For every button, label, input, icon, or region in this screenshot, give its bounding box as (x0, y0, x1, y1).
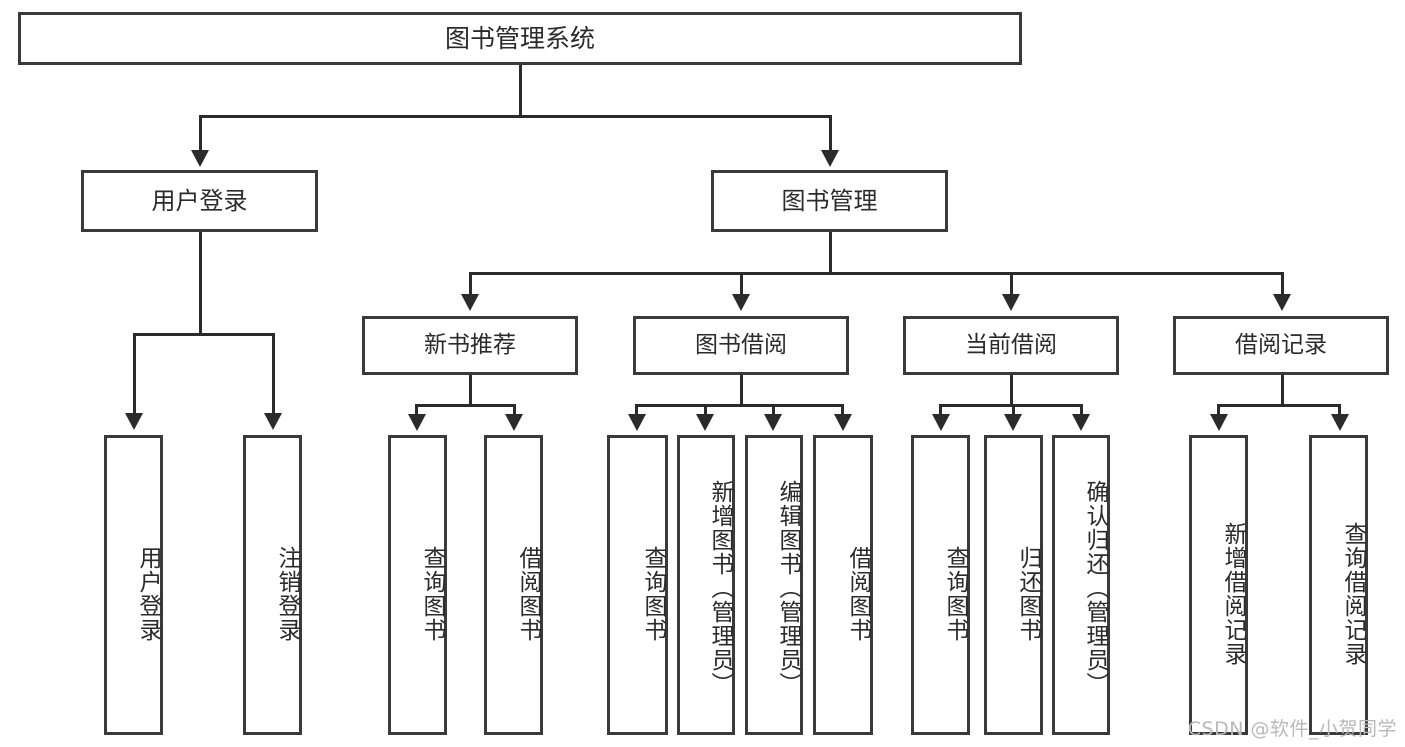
connector-root-bus (199, 115, 831, 118)
connector-book-manage-bus (469, 272, 1281, 275)
node-leaf-confirm-return-label: 确认归还（管理员） (1082, 480, 1108, 696)
arrow-to-user-login (191, 150, 209, 167)
connector-bb-3 (772, 404, 775, 416)
node-current-borrow-label: 当前借阅 (965, 331, 1057, 358)
node-leaf-confirm-return[interactable]: 确认归还（管理员） (1052, 435, 1110, 735)
node-current-borrow[interactable]: 当前借阅 (903, 316, 1119, 375)
arrow-to-leaf-query-book-2 (628, 414, 646, 431)
node-leaf-borrow-book-2-label: 借阅图书 (845, 546, 871, 642)
connector-borrow-record-bus (1217, 404, 1341, 407)
arrow-to-new-book-recommend (461, 294, 479, 311)
connector-root-to-book-manage (829, 115, 832, 153)
node-book-borrow-label: 图书借阅 (695, 331, 787, 358)
arrow-to-leaf-query-borrow-record (1331, 414, 1349, 431)
node-leaf-query-book-2[interactable]: 查询图书 (607, 435, 668, 735)
connector-book-borrow-trunk (740, 375, 743, 406)
node-leaf-add-borrow-record-label: 新增借阅记录 (1220, 522, 1246, 666)
arrow-to-leaf-add-book (696, 414, 714, 431)
node-new-book-recommend-label: 新书推荐 (424, 331, 516, 358)
connector-cb-3 (1080, 404, 1083, 416)
node-borrow-record[interactable]: 借阅记录 (1173, 316, 1389, 375)
connector-user-login-trunk (199, 232, 202, 336)
connector-current-borrow-trunk (1010, 375, 1013, 406)
connector-user-login-left (133, 333, 136, 416)
node-borrow-record-label: 借阅记录 (1235, 331, 1327, 358)
connector-to-new-book-recommend (469, 272, 472, 297)
arrow-to-borrow-record (1273, 294, 1291, 311)
watermark: CSDN @软件_小贺同学 (1187, 718, 1397, 740)
connector-bb-1 (635, 404, 638, 416)
node-leaf-add-book[interactable]: 新增图书（管理员） (677, 435, 735, 735)
arrow-to-leaf-edit-book (764, 414, 782, 431)
connector-book-manage-trunk (829, 232, 832, 274)
arrow-to-leaf-user-logout (264, 413, 282, 430)
connector-cb-2 (1012, 404, 1015, 416)
node-leaf-query-borrow-record-label: 查询借阅记录 (1340, 522, 1366, 666)
node-new-book-recommend[interactable]: 新书推荐 (362, 316, 578, 375)
node-user-login-label: 用户登录 (151, 186, 248, 215)
connector-nbr-right (513, 404, 516, 416)
connector-br-right (1338, 404, 1341, 416)
arrow-to-leaf-query-book-1 (408, 414, 426, 431)
arrow-to-leaf-user-login (125, 413, 143, 430)
connector-br-left (1217, 404, 1220, 416)
connector-bb-4 (841, 404, 844, 416)
connector-to-current-borrow (1010, 272, 1013, 297)
node-leaf-borrow-book-2[interactable]: 借阅图书 (813, 435, 873, 735)
node-leaf-query-book-1[interactable]: 查询图书 (388, 435, 447, 735)
arrow-to-book-manage (821, 150, 839, 167)
node-leaf-return-book[interactable]: 归还图书 (984, 435, 1043, 735)
node-leaf-user-logout[interactable]: 注销登录 (243, 435, 302, 735)
node-leaf-query-book-2-label: 查询图书 (640, 546, 666, 642)
connector-book-borrow-bus (635, 404, 844, 407)
connector-root-trunk (519, 65, 522, 117)
connector-to-borrow-record (1281, 272, 1284, 297)
arrow-to-leaf-return-book (1004, 414, 1022, 431)
node-leaf-query-book-1-label: 查询图书 (419, 546, 445, 642)
connector-new-book-recommend-bus (415, 404, 516, 407)
connector-user-login-bus (133, 333, 275, 336)
node-book-manage-label: 图书管理 (781, 186, 878, 215)
arrow-to-leaf-add-borrow-record (1210, 414, 1228, 431)
arrow-to-book-borrow (732, 294, 750, 311)
node-leaf-user-logout-label: 注销登录 (274, 546, 300, 642)
connector-cb-1 (939, 404, 942, 416)
node-book-borrow[interactable]: 图书借阅 (633, 316, 849, 375)
arrow-to-current-borrow (1002, 294, 1020, 311)
node-leaf-return-book-label: 归还图书 (1015, 546, 1041, 642)
node-leaf-add-borrow-record[interactable]: 新增借阅记录 (1189, 435, 1248, 735)
connector-nbr-left (415, 404, 418, 416)
node-root-label: 图书管理系统 (444, 23, 595, 53)
node-leaf-edit-book[interactable]: 编辑图书（管理员） (745, 435, 803, 735)
connector-new-book-recommend-trunk (469, 375, 472, 406)
connector-bb-2 (704, 404, 707, 416)
node-root[interactable]: 图书管理系统 (18, 12, 1022, 65)
node-leaf-user-login[interactable]: 用户登录 (104, 435, 163, 735)
node-leaf-borrow-book-1[interactable]: 借阅图书 (484, 435, 543, 735)
connector-borrow-record-trunk (1281, 375, 1284, 406)
arrow-to-leaf-borrow-book-1 (505, 414, 523, 431)
connector-root-to-user-login (199, 115, 202, 153)
node-leaf-edit-book-label: 编辑图书（管理员） (775, 480, 801, 696)
arrow-to-leaf-borrow-book-2 (834, 414, 852, 431)
node-user-login[interactable]: 用户登录 (81, 170, 318, 232)
connector-current-borrow-bus (939, 404, 1081, 407)
node-leaf-add-book-label: 新增图书（管理员） (707, 480, 733, 696)
arrow-to-leaf-confirm-return (1072, 414, 1090, 431)
node-leaf-query-book-3[interactable]: 查询图书 (911, 435, 970, 735)
node-leaf-borrow-book-1-label: 借阅图书 (515, 546, 541, 642)
connector-user-login-right (272, 333, 275, 416)
node-book-manage[interactable]: 图书管理 (711, 170, 948, 232)
node-leaf-query-borrow-record[interactable]: 查询借阅记录 (1309, 435, 1368, 735)
node-leaf-query-book-3-label: 查询图书 (942, 546, 968, 642)
connector-to-book-borrow (740, 272, 743, 297)
node-leaf-user-login-label: 用户登录 (135, 546, 161, 642)
arrow-to-leaf-query-book-3 (932, 414, 950, 431)
